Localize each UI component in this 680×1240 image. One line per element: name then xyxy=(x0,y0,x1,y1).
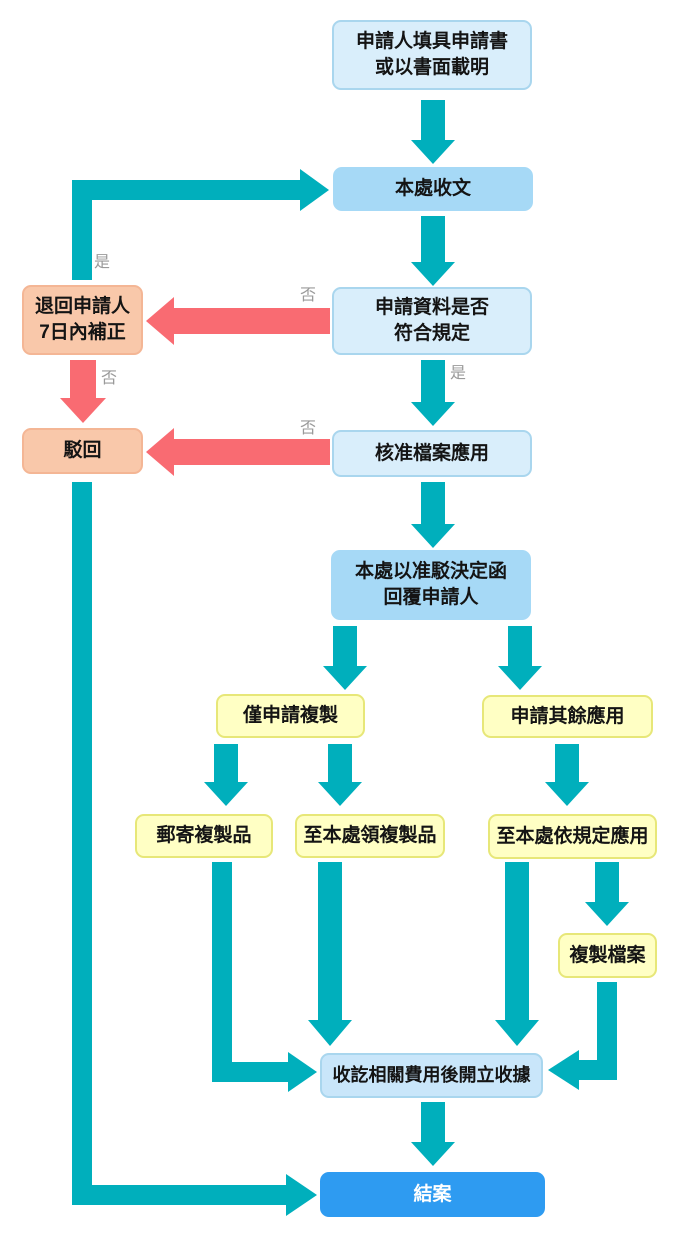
node-other-use-request: 申請其餘應用 xyxy=(482,695,653,738)
arrow-return-to-receive-elbow xyxy=(72,169,329,280)
arrow-fee-to-close xyxy=(411,1102,455,1166)
node-reject: 駁回 xyxy=(22,428,143,474)
edge-label-no-return-to-reject: 否 xyxy=(101,370,118,387)
node-return-to-applicant: 退回申請人 7日內補正 xyxy=(22,285,143,355)
arrow-mail-copy-to-fee-elbow xyxy=(212,862,317,1092)
arrow-copy-only-to-mail-copy xyxy=(204,744,248,806)
node-copy-only-request: 僅申請複製 xyxy=(216,694,365,738)
node-approve-archive-use: 核准檔案應用 xyxy=(332,430,532,477)
arrow-apply-to-receive xyxy=(411,100,455,164)
arrow-notify-to-other-use xyxy=(498,626,542,690)
arrow-onsite-use-to-fee xyxy=(495,862,539,1046)
edge-label-no-approve-to-reject: 否 xyxy=(300,420,317,437)
arrow-receive-to-check xyxy=(411,216,455,286)
node-decision-letter-reply: 本處以准駁決定函 回覆申請人 xyxy=(331,550,531,620)
arrow-approve-to-reject xyxy=(146,428,330,476)
node-mail-copies: 郵寄複製品 xyxy=(135,814,273,858)
edge-label-yes-check-to-approve: 是 xyxy=(450,365,467,382)
node-case-closed: 結案 xyxy=(320,1172,545,1217)
node-onsite-regulated-use: 至本處依規定應用 xyxy=(488,814,657,859)
edge-label-no-check-to-return: 否 xyxy=(300,287,317,304)
arrow-reject-to-close-elbow xyxy=(72,482,317,1216)
node-office-receives: 本處收文 xyxy=(333,167,533,211)
arrow-approve-to-notify xyxy=(411,482,455,548)
arrow-notify-to-copy-only xyxy=(323,626,367,690)
arrow-check-to-approve xyxy=(411,360,455,426)
arrow-pickup-copy-to-fee xyxy=(308,862,352,1046)
edge-label-yes-return-to-receive: 是 xyxy=(94,254,111,271)
arrow-other-use-to-onsite-use xyxy=(545,744,589,806)
arrow-check-to-return xyxy=(146,297,330,345)
arrow-copy-archive-to-fee-elbow xyxy=(548,982,617,1090)
arrow-onsite-use-to-copy-archive xyxy=(585,862,629,926)
node-copy-archive: 複製檔案 xyxy=(558,933,657,978)
node-data-compliance-check: 申請資料是否 符合規定 xyxy=(332,287,532,355)
arrow-copy-only-to-pickup-copy xyxy=(318,744,362,806)
node-applicant-fills-form: 申請人填具申請書 或以書面載明 xyxy=(332,20,532,90)
node-fee-and-receipt: 收訖相關費用後開立收據 xyxy=(320,1053,543,1098)
node-pickup-copies: 至本處領複製品 xyxy=(295,814,445,858)
arrow-return-to-reject xyxy=(60,360,106,423)
